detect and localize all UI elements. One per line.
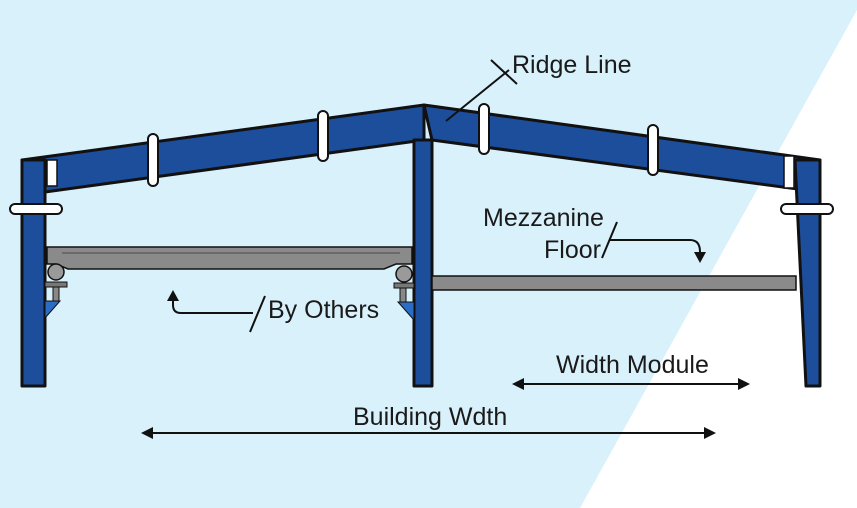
by-others-beam (46, 246, 413, 270)
by-others-arrow-leader (172, 299, 253, 314)
width-module-label: Width Module (556, 351, 709, 379)
building-width-label: Building Wdth (353, 403, 507, 431)
girt-strap (780, 203, 834, 215)
center-bracket-gusset (396, 301, 415, 322)
center-roller (395, 265, 413, 283)
ridge-line-tick (490, 59, 518, 85)
mezzanine-arrow-leader (610, 239, 701, 256)
width-module-arrow-left (512, 378, 524, 390)
building-width-arrow-right (704, 427, 716, 439)
center-column (412, 138, 434, 388)
left-bracket-gusset (44, 300, 62, 320)
ridge-line-leader (445, 69, 510, 122)
mezzanine-arrow-head (694, 252, 706, 263)
right-column (793, 158, 822, 388)
left-bracket-plate (44, 281, 68, 288)
right-eave-block (783, 155, 795, 189)
purlin-strap (478, 103, 490, 155)
mezzanine-label-line2: Floor (544, 236, 601, 264)
girt-strap (9, 203, 63, 215)
left-roller (47, 263, 65, 281)
purlin-strap (147, 133, 159, 187)
mezzanine-tick (601, 221, 618, 259)
left-bracket-stem (52, 286, 60, 302)
mezzanine-label-line1: Mezzanine (483, 204, 604, 232)
width-module-arrow-right (738, 378, 750, 390)
mezzanine-floor-beam (431, 275, 797, 291)
left-column (20, 158, 47, 388)
by-others-tick (249, 295, 266, 333)
ridge-line-label: Ridge Line (512, 51, 632, 79)
purlin-strap (647, 124, 659, 176)
by-others-label: By Others (268, 296, 379, 324)
building-width-arrow-left (141, 427, 153, 439)
left-eave-block (46, 159, 58, 187)
by-others-arrow-head (167, 290, 179, 301)
center-bracket-plate (393, 282, 415, 289)
center-bracket-stem (399, 287, 407, 303)
purlin-strap (317, 110, 329, 162)
